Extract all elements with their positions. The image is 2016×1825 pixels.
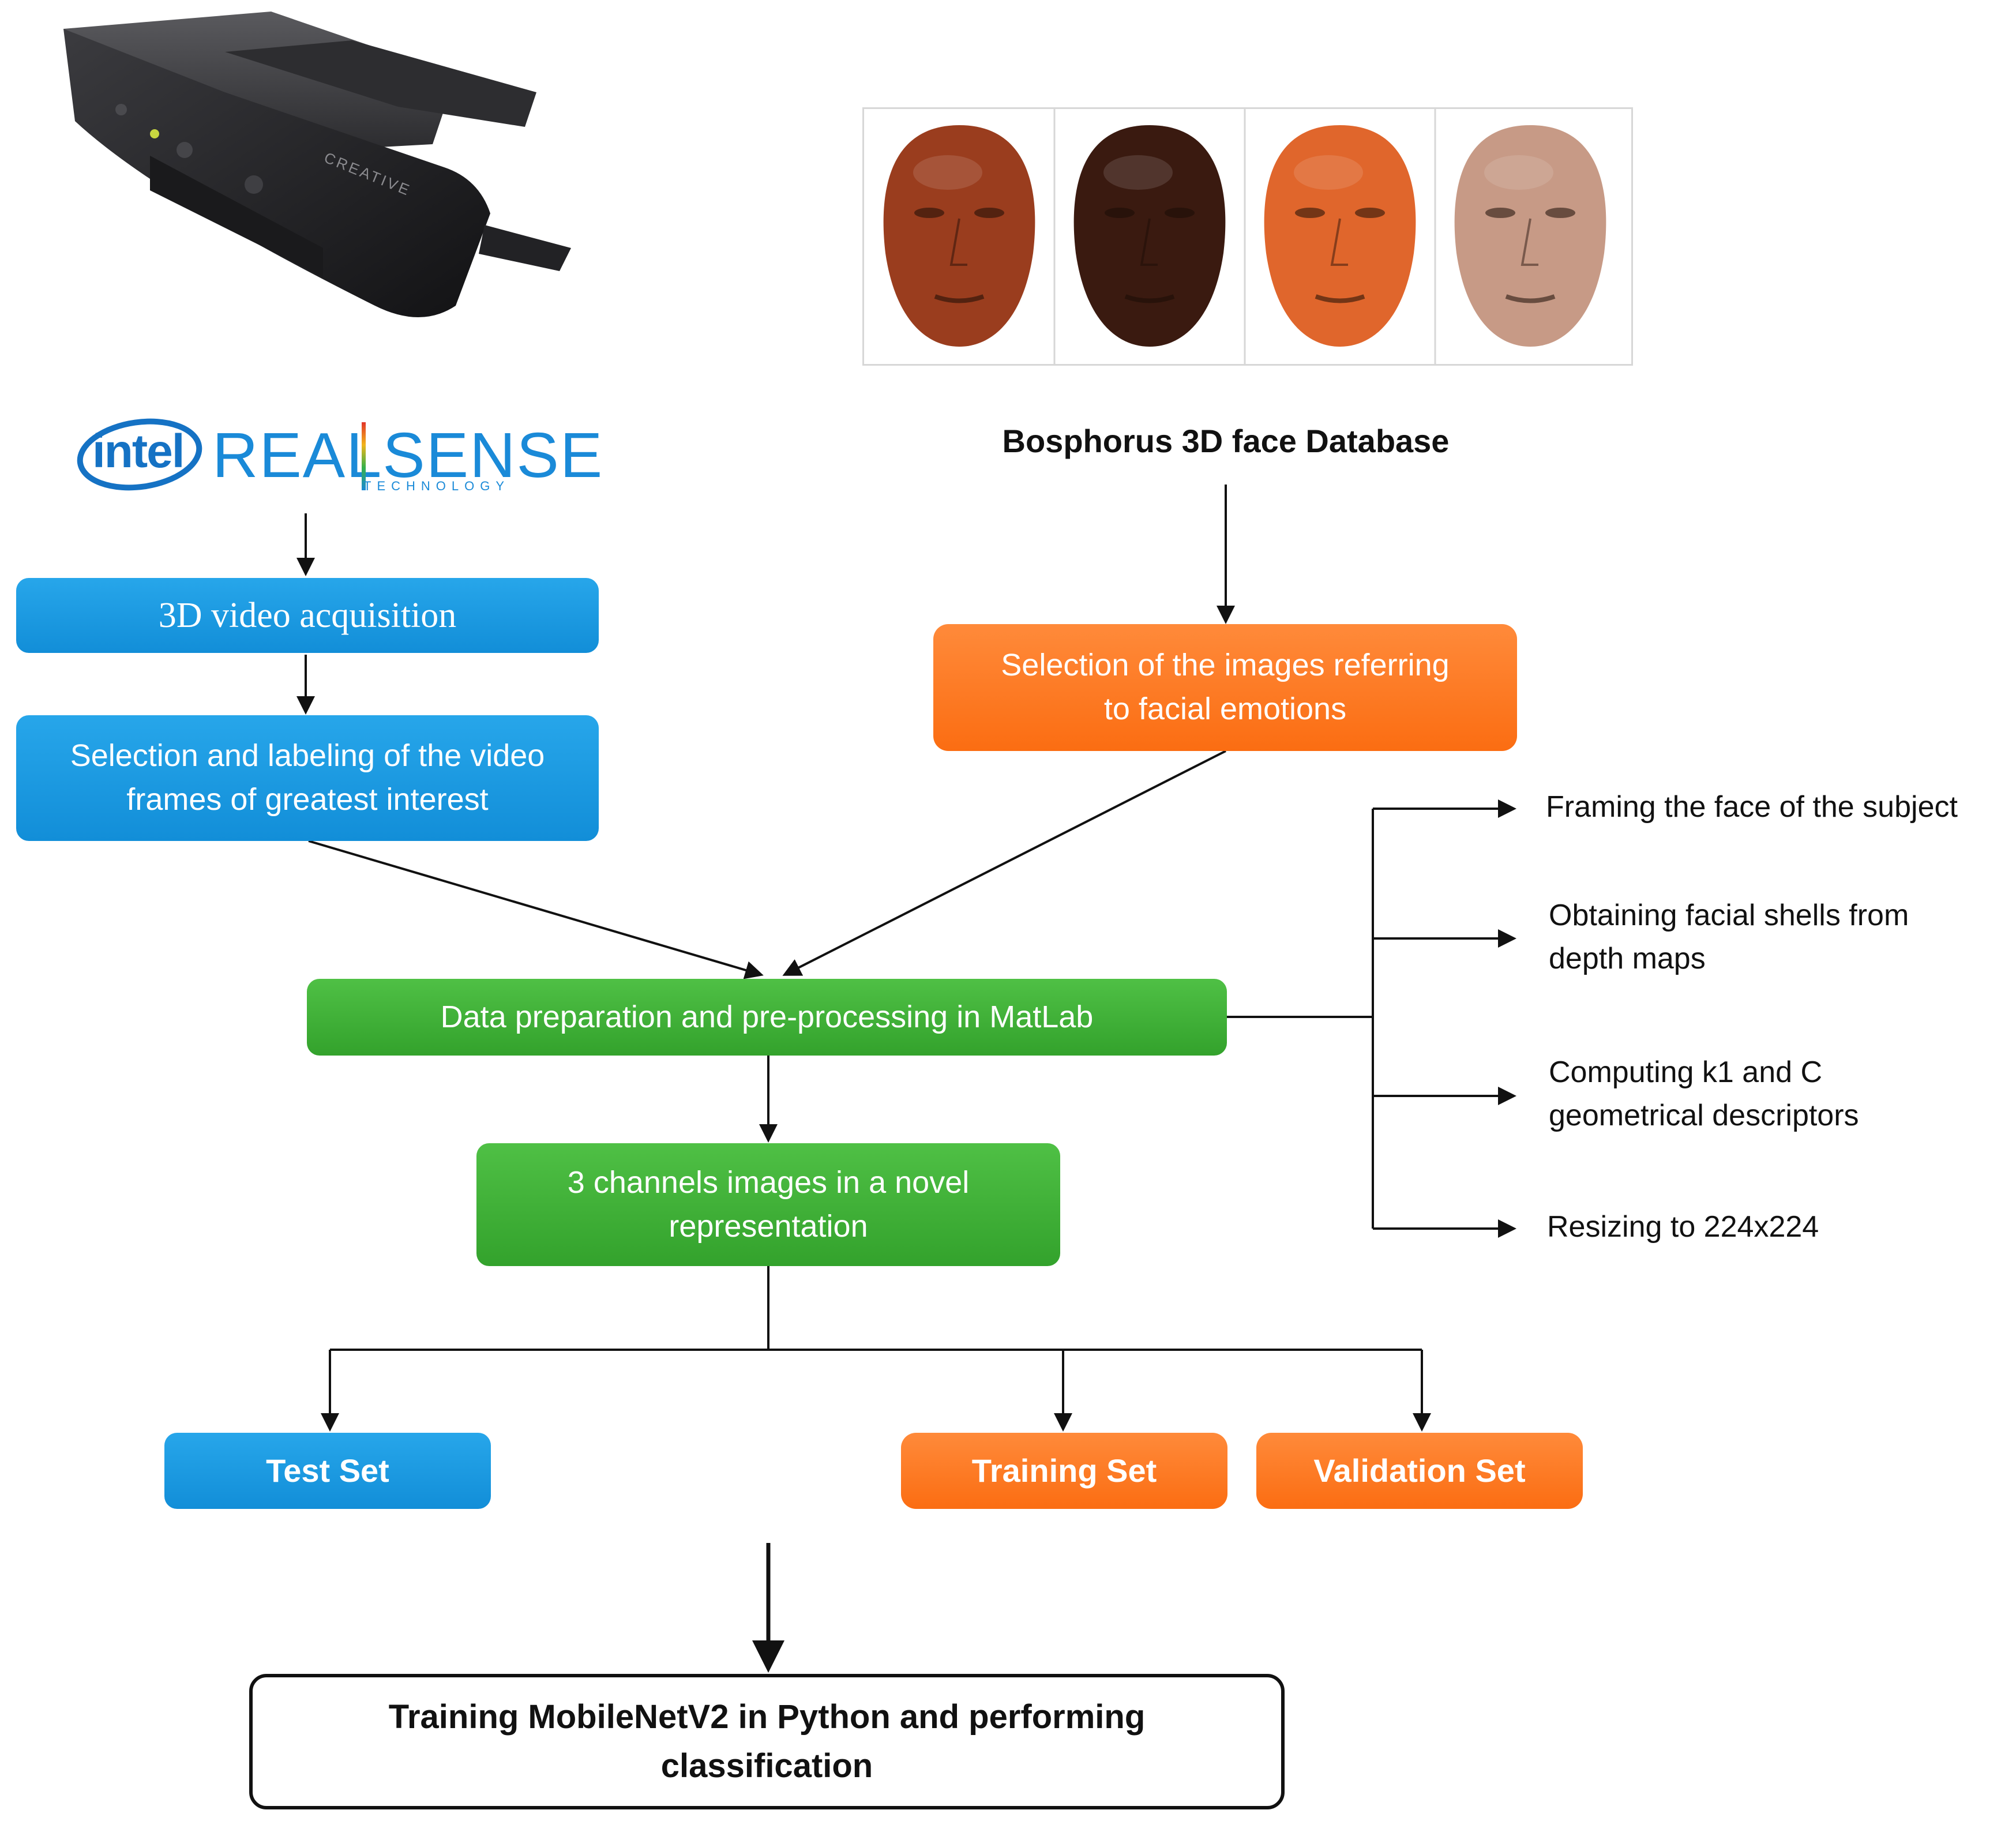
acquisition-box: 3D video acquisition xyxy=(16,578,599,653)
arrow-images-to-preprocessing xyxy=(782,750,1226,976)
arrow-frames-to-preprocessing xyxy=(308,840,764,979)
step-geometric-descriptors: Computing k1 and C geometrical descripto… xyxy=(1549,1056,1859,1133)
final-classification-box: Training MobileNetV2 in Python and perfo… xyxy=(249,1674,1285,1809)
image-selection-label: Selection of the images referring to fac… xyxy=(1001,648,1450,726)
step-facial-shells: Obtaining facial shells from depth maps xyxy=(1549,899,1909,976)
test-set-box: Test Set xyxy=(164,1433,491,1509)
step-resizing: Resizing to 224x224 xyxy=(1547,1210,1819,1244)
frame-selection-label: Selection and labeling of the video fram… xyxy=(70,738,545,817)
preprocessing-label: Data preparation and pre-processing in M… xyxy=(440,999,1094,1034)
final-classification-label: Training MobileNetV2 in Python and perfo… xyxy=(388,1698,1146,1785)
face-thumbnail xyxy=(1264,125,1416,347)
database-title: Bosphorus 3D face Database xyxy=(1002,423,1450,459)
step-framing-face: Framing the face of the subject xyxy=(1546,790,1958,824)
realsense-tagline: TECHNOLOGY xyxy=(363,479,510,493)
training-set-label: Training Set xyxy=(971,1452,1157,1489)
realsense-color-bar xyxy=(362,422,366,490)
bosphorus-face-images xyxy=(862,107,1633,366)
image-selection-box: Selection of the images referring to fac… xyxy=(933,624,1517,751)
realsense-wordmark: REALSENSE xyxy=(212,420,604,491)
test-set-label: Test Set xyxy=(266,1452,389,1489)
realsense-camera-image: CREATIVE xyxy=(63,12,571,317)
validation-set-label: Validation Set xyxy=(1313,1452,1526,1489)
intel-realsense-logo: intel REALSENSE TECHNOLOGY xyxy=(75,411,602,497)
face-thumbnail xyxy=(1073,125,1226,347)
intel-swoosh-icon xyxy=(77,418,202,491)
face-thumbnail xyxy=(883,125,1035,347)
training-set-box: Training Set xyxy=(901,1433,1227,1509)
preprocessing-box: Data preparation and pre-processing in M… xyxy=(307,979,1227,1056)
acquisition-label: 3D video acquisition xyxy=(158,595,457,635)
frame-selection-box: Selection and labeling of the video fram… xyxy=(16,715,599,841)
validation-set-box: Validation Set xyxy=(1256,1433,1583,1509)
representation-label: 3 channels images in a novel representat… xyxy=(567,1165,970,1244)
intel-wordmark: intel xyxy=(92,425,185,478)
face-thumbnail xyxy=(1454,125,1606,347)
representation-box: 3 channels images in a novel representat… xyxy=(476,1143,1060,1266)
